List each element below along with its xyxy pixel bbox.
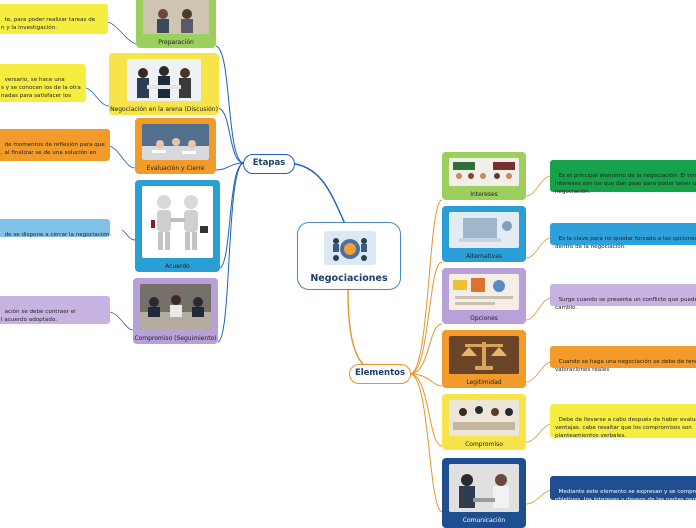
elemento-caption: Legitimidad: [442, 379, 526, 386]
conversation-photo-icon: [449, 464, 519, 512]
opciones-photo: [449, 274, 519, 310]
elemento-card-comunicacion[interactable]: Comunicación: [442, 458, 526, 528]
elemento-note-alternativas: Es la clave para no quedar forzado a las…: [550, 223, 696, 245]
legitimidad-photo: [449, 336, 519, 374]
etapa-note-text: te, para poder realizar tareas de n y la…: [1, 17, 95, 31]
etapa-card-evaluacion[interactable]: Evaluación y Cierre: [135, 118, 216, 174]
elemento-caption: Comunicación: [442, 517, 526, 524]
elemento-note-opciones: Surge cuando se presenta un conflicto qu…: [550, 284, 696, 306]
elemento-note-text: Debe de llevarse a cabo después de haber…: [555, 417, 696, 439]
etapa-caption: Compromiso (Seguimiento): [133, 335, 218, 342]
etapa-note-preparacion: te, para poder realizar tareas de n y la…: [0, 4, 108, 34]
scales-of-justice-icon: [449, 336, 519, 374]
negociacion-photo: [127, 59, 201, 101]
central-topic-title: Negociaciones: [298, 273, 400, 284]
etapa-card-preparacion[interactable]: Preparación: [136, 0, 216, 48]
etapa-caption: Evaluación y Cierre: [135, 165, 216, 172]
group-photo-icon: [449, 158, 519, 186]
elemento-note-comunicacion: Mediante este elemento se expresan y se …: [550, 476, 696, 500]
branch-elementos[interactable]: Elementos: [349, 364, 411, 384]
etapa-note-text: de momentos de reflexión para que , al f…: [1, 142, 105, 156]
etapa-note-text: versario, se hace una s y se conocen los…: [1, 77, 81, 99]
evaluacion-photo: [142, 124, 209, 160]
comunicacion-photo: [449, 464, 519, 512]
negotiation-illustration-icon: [324, 231, 376, 265]
etapa-card-acuerdo[interactable]: Acuerdo: [135, 180, 220, 272]
alternativas-photo: [449, 212, 519, 248]
etapa-note-evaluacion: de momentos de reflexión para que , al f…: [0, 129, 110, 161]
elemento-note-compromiso: Debe de llevarse a cabo después de haber…: [550, 404, 696, 438]
elemento-note-intereses: Es el principal elemento de la negociaci…: [550, 160, 696, 192]
elemento-caption: Alternativas: [442, 253, 526, 260]
branch-etapas-label: Etapas: [253, 158, 286, 168]
etapa-note-acuerdo: de se dispone a cerrar la negociación.: [0, 219, 110, 237]
etapa-caption: Negociación en la arena (Discusión): [109, 106, 219, 113]
laptop-photo-icon: [449, 212, 519, 248]
etapa-note-text: de se dispone a cerrar la negociación.: [5, 232, 112, 238]
elemento-card-intereses[interactable]: Intereses: [442, 152, 526, 200]
elemento-caption: Compromiso: [442, 441, 526, 448]
team-meeting-photo-icon: [449, 400, 519, 436]
elemento-card-compromiso[interactable]: Compromiso: [442, 394, 526, 450]
branch-etapas[interactable]: Etapas: [243, 154, 295, 174]
business-team-photo-icon: [127, 59, 201, 101]
elemento-note-legitimidad: Cuando se haga una negociación se debe d…: [550, 346, 696, 368]
handshake-figures-icon: [142, 186, 213, 258]
preparacion-photo: [143, 0, 209, 34]
elemento-note-text: Es el principal elemento de la negociaci…: [555, 173, 696, 195]
etapa-note-text: ación se debe contraer el l acuerdo adop…: [1, 309, 76, 323]
elemento-note-text: Mediante este elemento se expresan y se …: [555, 489, 696, 503]
meeting-photo-icon: [143, 0, 209, 34]
etapa-caption: Preparación: [136, 39, 216, 46]
meeting-room-photo-icon: [140, 284, 211, 330]
elemento-caption: Opciones: [442, 315, 526, 322]
elemento-card-opciones[interactable]: Opciones: [442, 268, 526, 324]
intereses-photo: [449, 158, 519, 186]
central-topic-node[interactable]: Negociaciones: [297, 222, 401, 290]
elemento-card-alternativas[interactable]: Alternativas: [442, 206, 526, 262]
branch-elementos-label: Elementos: [355, 368, 405, 378]
compromiso-photo: [449, 400, 519, 436]
etapa-card-negociacion[interactable]: Negociación en la arena (Discusión): [109, 53, 219, 115]
acuerdo-photo: [142, 186, 213, 258]
etapa-note-negociacion: versario, se hace una s y se conocen los…: [0, 64, 86, 102]
etapa-note-compromiso: ación se debe contraer el l acuerdo adop…: [0, 296, 110, 324]
etapa-caption: Acuerdo: [135, 263, 220, 270]
options-illustration-icon: [449, 274, 519, 310]
etapa-card-compromiso[interactable]: Compromiso (Seguimiento): [133, 278, 218, 344]
hands-on-table-photo-icon: [142, 124, 209, 160]
elemento-card-legitimidad[interactable]: Legitimidad: [442, 330, 526, 388]
elemento-caption: Intereses: [442, 191, 526, 198]
compromiso-seguimiento-photo: [140, 284, 211, 330]
